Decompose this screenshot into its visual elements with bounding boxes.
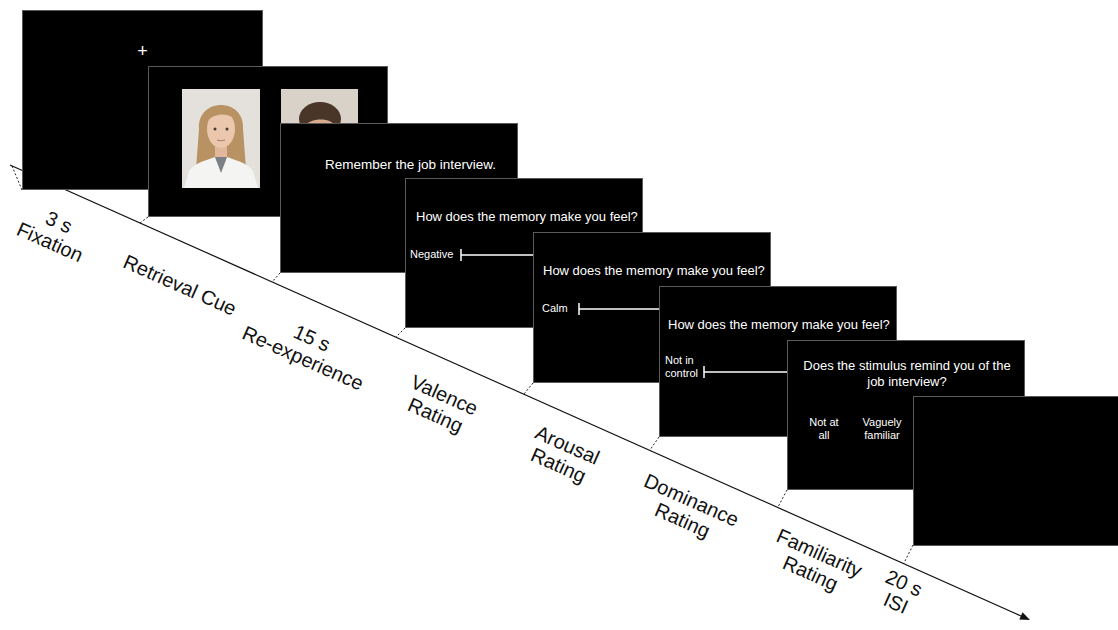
- text-slot: Does the stimulus remind you of the job …: [800, 358, 1014, 389]
- dashed-tick: [904, 545, 913, 563]
- text-slot: How does the memory make you feel?: [543, 263, 765, 279]
- text-slot: +: [23, 41, 262, 63]
- dashed-tick: [524, 383, 533, 394]
- arrow-head: [1019, 612, 1030, 620]
- dashed-tick: [140, 217, 148, 223]
- scale-label: Not in control: [665, 354, 703, 380]
- eye: [226, 128, 229, 131]
- blank-screen: [913, 396, 1118, 546]
- text-slot: Calm: [542, 302, 568, 315]
- slider-end-tick: [703, 366, 705, 378]
- screen-text: How does the memory make you feel?: [416, 209, 638, 225]
- label-slot: Dominance Rating: [624, 466, 750, 554]
- label-slot: Retrieval Cue: [120, 250, 240, 319]
- text-slot: Negative: [410, 248, 453, 261]
- screen-text: How does the memory make you feel?: [543, 263, 765, 279]
- label-slot: Familiarity Rating: [757, 521, 874, 605]
- photo-background: [182, 89, 260, 188]
- slider-end-tick: [578, 303, 580, 315]
- label-slot: Valence Rating: [389, 366, 491, 444]
- scale-label: Vaguely familiar: [858, 416, 906, 442]
- dashed-tick: [272, 273, 280, 282]
- screen-text: +: [23, 41, 262, 63]
- timeline-label: Dominance Rating: [624, 466, 750, 554]
- dashed-tick: [778, 490, 787, 507]
- shirt: [215, 157, 227, 173]
- mouth: [217, 139, 225, 141]
- scale-label: Calm: [542, 302, 568, 315]
- scale-label: Not at all: [806, 416, 842, 442]
- eye: [214, 128, 217, 131]
- screen-text: Does the stimulus remind you of the job …: [800, 358, 1014, 389]
- dashed-tick: [650, 437, 659, 450]
- text-slot: Not at all: [806, 416, 842, 442]
- screen-text: Remember the job interview.: [325, 157, 496, 173]
- timeline-label: Retrieval Cue: [120, 250, 240, 319]
- text-slot: How does the memory make you feel?: [668, 317, 890, 333]
- scale-label: Negative: [410, 248, 453, 261]
- text-slot: Vaguely familiar: [858, 416, 906, 442]
- timeline-label: Valence Rating: [389, 366, 491, 444]
- text-slot: Remember the job interview.: [325, 157, 496, 173]
- face-photo: [182, 89, 260, 188]
- hair-fringe: [206, 109, 237, 122]
- timeline-label: Familiarity Rating: [757, 521, 874, 605]
- text-slot: How does the memory make you feel?: [416, 209, 638, 225]
- slider-end-tick: [460, 249, 462, 261]
- text-slot: Not in control: [665, 354, 703, 380]
- screen-background: [914, 397, 1118, 546]
- dashed-tick: [396, 328, 405, 337]
- white-coat: [184, 157, 258, 188]
- screen-text: How does the memory make you feel?: [668, 317, 890, 333]
